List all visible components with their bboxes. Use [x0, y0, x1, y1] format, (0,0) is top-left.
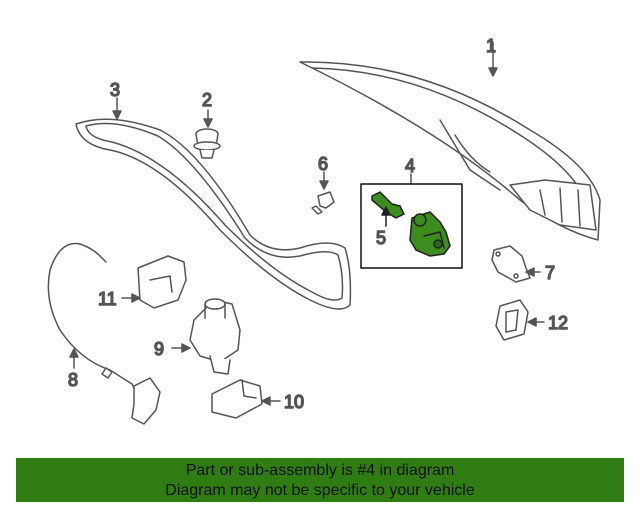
banner-line-2: Diagram may not be specific to your vehi… — [165, 482, 475, 499]
part-12-hinge[interactable] — [495, 299, 545, 341]
part-7-striker[interactable] — [491, 245, 541, 283]
part-1-trunk-lid[interactable] — [299, 41, 601, 241]
banner-line-1: Part or sub-assembly is #4 in diagram — [185, 462, 455, 479]
part-5-key[interactable] — [371, 191, 405, 227]
callout-9: 9 — [154, 339, 164, 359]
callout-6: 6 — [318, 154, 328, 174]
part-8-cable[interactable] — [47, 242, 161, 425]
callout-5: 5 — [376, 228, 386, 248]
info-banner: Part or sub-assembly is #4 in diagram Di… — [16, 458, 624, 502]
callout-11: 11 — [98, 289, 117, 309]
callout-7: 7 — [545, 263, 555, 283]
part-6-stud[interactable] — [311, 171, 335, 215]
lock-cylinder[interactable] — [409, 211, 451, 257]
part-9-latch[interactable] — [171, 298, 241, 375]
callout-2: 2 — [202, 90, 212, 110]
callout-8: 8 — [68, 370, 78, 390]
part-3-weatherstrip[interactable] — [75, 97, 352, 310]
callout-12: 12 — [548, 313, 568, 333]
callout-4: 4 — [405, 156, 415, 176]
part-4-lock-cylinder-box[interactable] — [360, 173, 463, 269]
part-2-grommet[interactable] — [193, 109, 221, 159]
part-11-bracket[interactable] — [121, 255, 187, 309]
part-10-cover[interactable] — [211, 379, 281, 419]
callout-3: 3 — [110, 80, 120, 100]
callout-1: 1 — [486, 36, 496, 56]
callout-10: 10 — [284, 392, 304, 412]
